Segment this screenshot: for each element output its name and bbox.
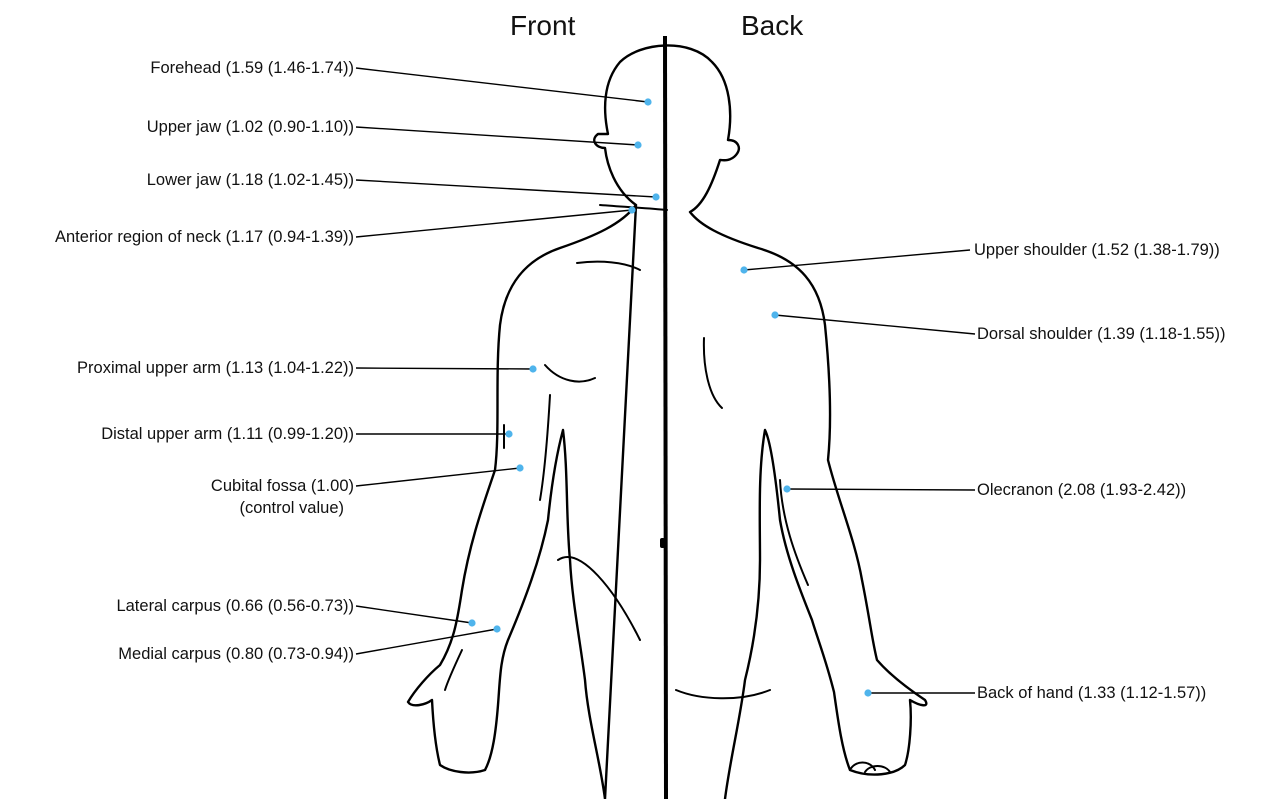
marker-cubital-fossa [516,464,523,471]
label-upper-jaw: Upper jaw (1.02 (0.90-1.10)) [147,117,354,138]
back-blade-line [704,338,722,408]
label-back-of-hand: Back of hand (1.33 (1.12-1.57)) [977,683,1206,704]
marker-anterior-neck [628,206,635,213]
label-medial-carpus: Medial carpus (0.80 (0.73-0.94)) [118,644,354,665]
leader-proximal-upper-arm [356,368,533,369]
label-lower-jaw: Lower jaw (1.18 (1.02-1.45)) [147,170,354,191]
back-fingers [850,763,890,773]
label-upper-shoulder: Upper shoulder (1.52 (1.38-1.79)) [974,240,1220,261]
leader-lower-jaw [356,180,656,197]
label-lateral-carpus: Lateral carpus (0.66 (0.56-0.73)) [116,596,354,617]
label-distal-upper-arm: Distal upper arm (1.11 (0.99-1.20)) [101,424,354,445]
marker-medial-carpus [493,625,500,632]
leader-medial-carpus [356,629,497,654]
back-lower-line [676,690,770,698]
marker-dorsal-shoulder [771,311,778,318]
marker-back-of-hand [864,689,871,696]
label-dorsal-shoulder: Dorsal shoulder (1.39 (1.18-1.55)) [977,324,1226,345]
marker-proximal-upper-arm [529,365,536,372]
chest-line [577,262,640,270]
front-left-arm-inner [540,395,550,500]
marker-upper-jaw [634,141,641,148]
label-cubital-fossa: Cubital fossa (1.00) [211,476,354,497]
label-cubital-fossa-note: (control value) [239,498,344,519]
leader-upper-shoulder [744,250,970,270]
leader-lateral-carpus [356,606,472,623]
label-anterior-neck: Anterior region of neck (1.17 (0.94-1.39… [55,227,354,248]
back-heading: Back [741,8,803,44]
pectoral-line [545,365,595,382]
marker-forehead [644,98,651,105]
marker-olecranon [783,485,790,492]
label-olecranon: Olecranon (2.08 (1.93-2.42)) [977,480,1186,501]
marker-upper-shoulder [740,266,747,273]
front-left-thumb [445,650,462,690]
front-heading: Front [510,8,575,44]
label-proximal-upper-arm: Proximal upper arm (1.13 (1.04-1.22)) [77,358,354,379]
label-forehead: Forehead (1.59 (1.46-1.74)) [150,58,354,79]
leader-forehead [356,68,648,102]
leader-dorsal-shoulder [775,315,975,334]
marker-distal-upper-arm [505,430,512,437]
front-back-divider [665,36,666,799]
leader-olecranon [787,489,975,490]
marker-lateral-carpus [468,619,475,626]
leader-cubital-fossa [356,468,520,486]
marker-lower-jaw [652,193,659,200]
leader-anterior-neck [356,210,632,237]
